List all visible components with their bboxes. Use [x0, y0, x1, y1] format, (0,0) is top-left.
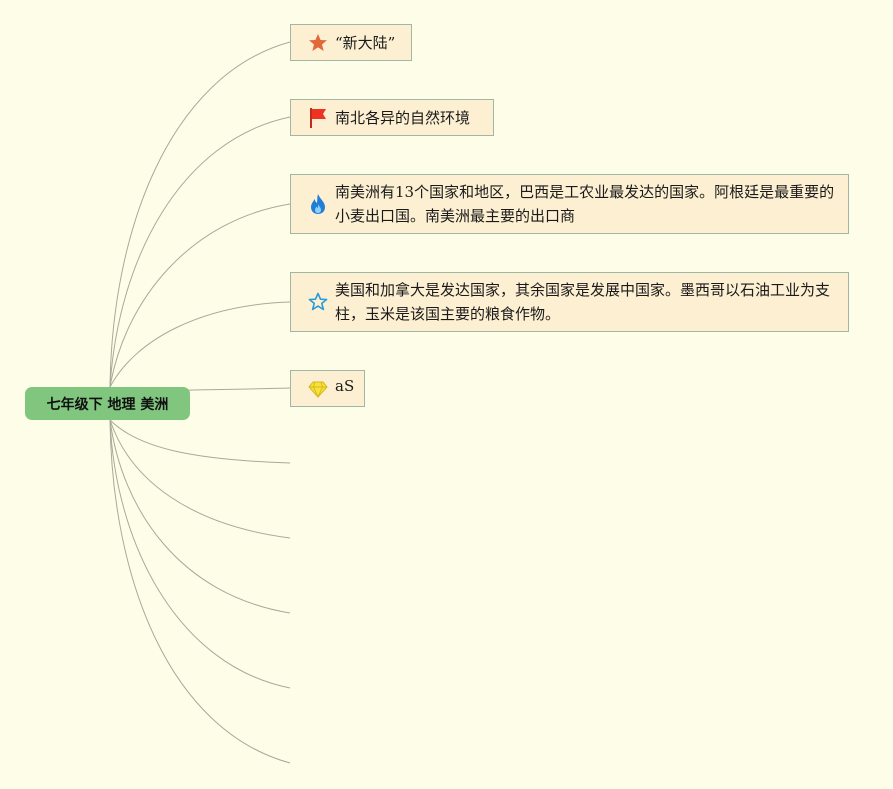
- red-flag-icon: [307, 107, 329, 129]
- central-topic[interactable]: 七年级下 地理 美洲: [25, 387, 190, 420]
- star-outline-icon: [307, 291, 329, 313]
- link-empty-3: [109, 419, 291, 614]
- diamond-icon: [307, 378, 329, 400]
- link-empty-2: [109, 419, 291, 539]
- topic-text: 美国和加拿大是发达国家，其余国家是发展中国家。墨西哥以石油工业为支柱，玉米是该国…: [335, 281, 831, 323]
- topic-text: 南美洲有13个国家和地区，巴西是工农业最发达的国家。阿根廷是最重要的小麦出口国。…: [335, 183, 835, 225]
- star-solid-icon: [307, 32, 329, 54]
- link-empty-1: [109, 419, 291, 464]
- topic-as[interactable]: aS: [290, 370, 365, 407]
- topic-new-continent[interactable]: “新大陆”: [290, 24, 412, 61]
- topic-north-america[interactable]: 美国和加拿大是发达国家，其余国家是发展中国家。墨西哥以石油工业为支柱，玉米是该国…: [290, 272, 849, 332]
- link-empty-4: [109, 419, 291, 689]
- topic-natural-environment[interactable]: 南北各异的自然环境: [290, 99, 494, 136]
- topic-text: aS: [335, 377, 355, 395]
- topic-south-america[interactable]: 南美洲有13个国家和地区，巴西是工农业最发达的国家。阿根廷是最重要的小麦出口国。…: [290, 174, 849, 234]
- link-topic-1: [109, 41, 291, 388]
- flame-icon: [307, 193, 329, 215]
- topic-text: 南北各异的自然环境: [335, 108, 471, 127]
- link-topic-4: [109, 301, 291, 388]
- link-topic-3: [109, 203, 291, 388]
- topic-text: “新大陆”: [335, 33, 396, 52]
- central-topic-label: 七年级下 地理 美洲: [46, 396, 169, 413]
- link-topic-2: [109, 116, 291, 388]
- link-empty-5: [109, 419, 291, 764]
